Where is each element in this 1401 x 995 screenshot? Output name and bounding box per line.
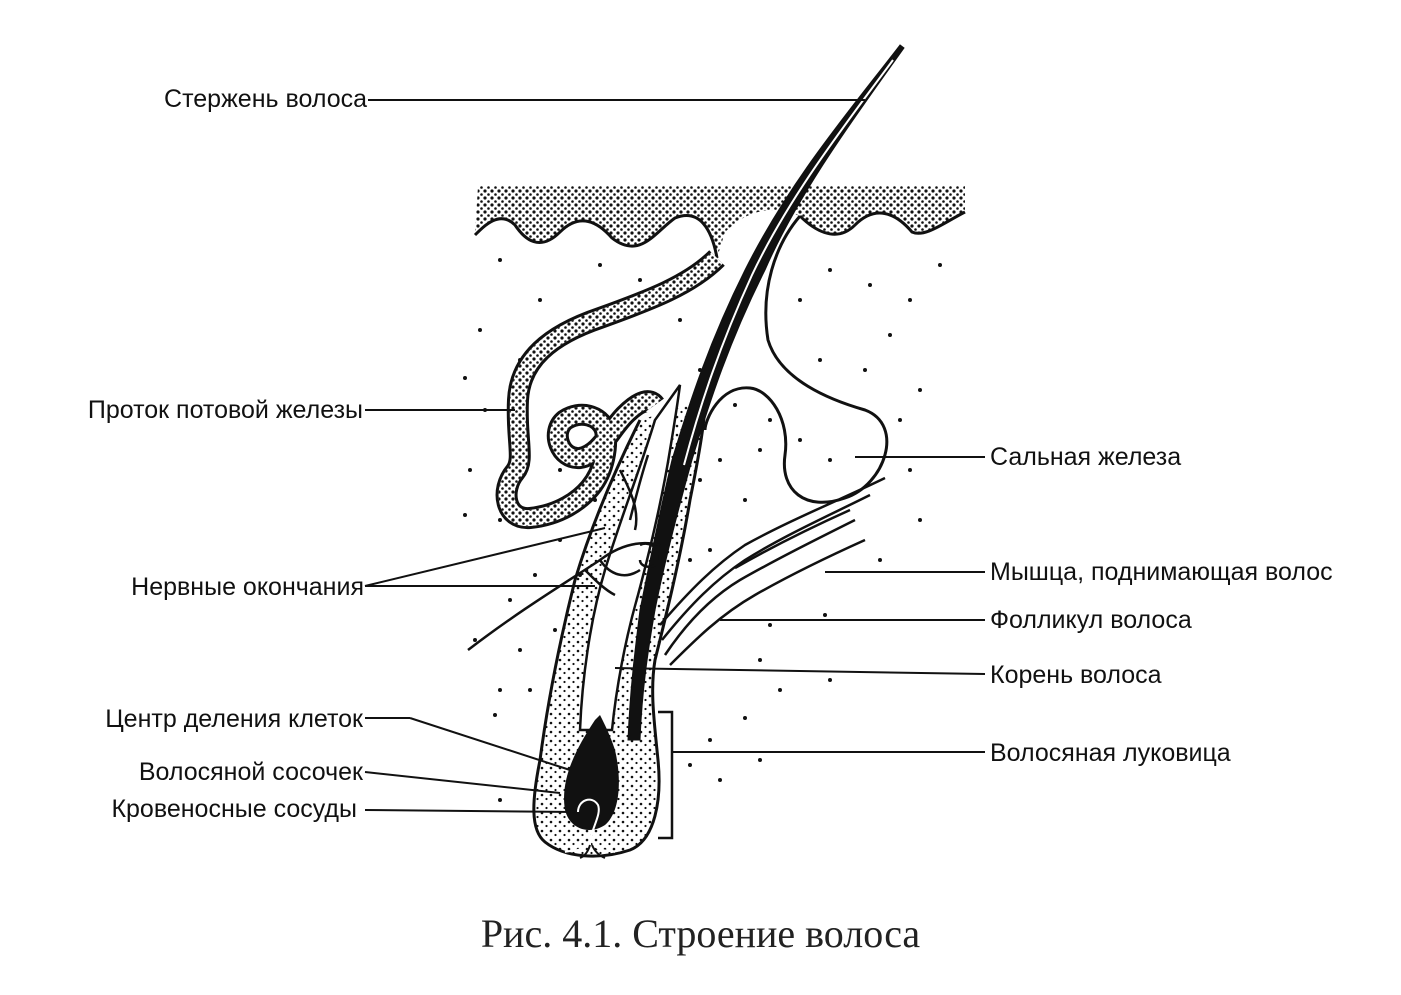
sebaceous-gland-outline	[703, 215, 889, 504]
label-nerve-endings: Нервные окончания	[131, 573, 364, 601]
label-sweat-duct: Проток потовой железы	[87, 396, 363, 424]
bulb-bracket	[658, 710, 674, 840]
leader-lines	[364, 99, 986, 813]
label-sebaceous-gland: Сальная железа	[990, 443, 1182, 471]
label-papilla: Волосяной сосочек	[138, 758, 363, 786]
hair-shaft-highlight	[683, 59, 894, 466]
epidermis-boundary-right	[798, 210, 966, 236]
hair-papilla	[564, 715, 619, 830]
label-division-center: Центр деления клеток	[105, 705, 363, 733]
epidermis-band	[475, 186, 965, 258]
hair-shaft	[627, 44, 905, 741]
label-hair-shaft: Стержень волоса	[164, 85, 367, 113]
sweat-duct-stipple	[498, 252, 723, 526]
figure-caption: Рис. 4.1. Строение волоса	[480, 911, 921, 956]
label-blood-vessels: Кровеносные сосуды	[111, 795, 357, 823]
nerve-endings	[467, 454, 662, 651]
hair-root	[578, 384, 682, 732]
label-arrector-muscle: Мышца, поднимающая волос	[990, 558, 1333, 586]
arrector-muscle	[659, 476, 886, 666]
epidermis-boundary	[473, 214, 719, 259]
dermis-dots	[463, 258, 942, 802]
label-root: Корень волоса	[990, 661, 1162, 689]
label-follicle: Фолликул волоса	[990, 606, 1192, 634]
label-bulb: Волосяная луковица	[990, 739, 1231, 767]
vessel-roots	[579, 844, 606, 859]
blood-vessels	[564, 798, 616, 853]
